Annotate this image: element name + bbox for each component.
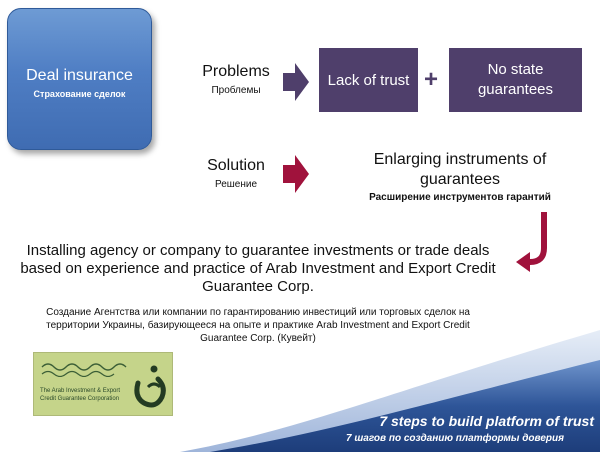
solution-label: Solution Решение	[196, 157, 276, 190]
logo-text: The Arab Investment & Export Credit Guar…	[40, 387, 128, 403]
arabic-glyph-icon	[134, 365, 166, 408]
enlarging-instruments-line2: guarantees	[419, 171, 501, 188]
enlarging-instruments-title: Enlarging instruments of guarantees	[350, 150, 570, 190]
problems-arrow-icon	[283, 63, 309, 101]
no-state-guarantees-line2: guarantees	[477, 81, 554, 98]
solution-label-ru: Решение	[214, 179, 258, 190]
problems-label-ru: Проблемы	[211, 85, 261, 96]
installing-line1: Installing agency or company to guarante…	[26, 242, 490, 259]
installing-agency-text: Installing agency or company to guarante…	[14, 242, 502, 296]
lack-of-trust-box: Lack of trust	[319, 48, 418, 112]
lack-of-trust-text: Lack of trust	[327, 71, 410, 89]
problems-label: Problems Проблемы	[196, 63, 276, 96]
deal-insurance-box: Deal insurance Страхование сделок	[7, 8, 152, 150]
arab-guarantee-corp-logo: The Arab Investment & Export Credit Guar…	[33, 352, 173, 416]
logo-text-line2: Credit Guarantee Corporation	[40, 396, 120, 402]
plus-sign: +	[424, 66, 439, 93]
banner-subtitle: 7 шагов по созданию платформы доверия	[346, 433, 564, 444]
installing-line3: Guarantee Corp.	[202, 278, 314, 295]
no-state-guarantees-box: No state guarantees	[449, 48, 582, 112]
solution-arrow-icon	[283, 155, 309, 193]
enlarging-instruments-ru: Расширение инструментов гарантий	[369, 192, 551, 203]
logo-text-line1: The Arab Investment & Export	[40, 388, 121, 394]
problems-label-en: Problems	[202, 63, 270, 80]
curved-arrow-icon	[516, 212, 547, 272]
arabic-lettering-icon	[41, 363, 127, 377]
installing-ru-line1: Создание Агентства или компании по гаран…	[46, 307, 470, 318]
solution-label-en: Solution	[207, 157, 265, 174]
installing-agency-text-ru: Создание Агентства или компании по гаран…	[14, 306, 502, 345]
deal-insurance-title: Deal insurance	[26, 67, 133, 84]
installing-ru-line3: Guarantee Corp. (Кувейт)	[200, 333, 316, 344]
installing-line2: based on experience and practice of Arab…	[20, 260, 496, 277]
no-state-guarantees-line1: No state	[487, 61, 544, 78]
deal-insurance-subtitle: Страхование сделок	[33, 89, 126, 99]
enlarging-instruments-line1: Enlarging instruments of	[373, 151, 547, 168]
banner-title: 7 steps to build platform of trust	[379, 413, 594, 429]
installing-ru-line2: территории Украины, базирующееся на опыт…	[46, 320, 470, 331]
